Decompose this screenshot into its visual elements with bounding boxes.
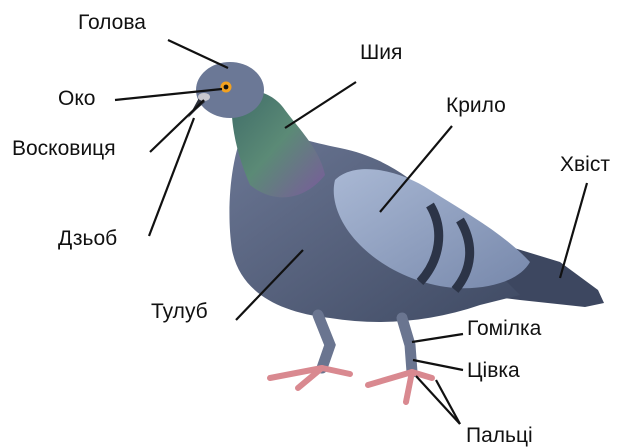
label-beak: Дзьоб xyxy=(58,228,117,249)
label-cere: Восковиця xyxy=(12,138,116,159)
label-head: Голова xyxy=(78,12,146,33)
leg-right xyxy=(402,318,412,372)
label-toes: Пальці xyxy=(466,425,533,446)
label-body: Тулуб xyxy=(151,301,208,322)
cere-shape xyxy=(198,93,210,101)
leader-cere xyxy=(150,100,204,152)
leader-tail xyxy=(560,183,587,278)
leader-head xyxy=(168,40,228,68)
leader-shin xyxy=(412,334,463,342)
leader-beak xyxy=(149,118,194,236)
label-shin: Гомілка xyxy=(467,318,541,339)
label-neck: Шия xyxy=(360,42,402,63)
label-tail: Хвіст xyxy=(560,154,610,175)
label-tarsus: Цівка xyxy=(467,360,520,381)
leader-neck xyxy=(285,82,356,128)
feet xyxy=(270,368,432,402)
leg-left xyxy=(318,315,330,368)
label-wing: Крило xyxy=(446,95,506,116)
leader-tarsus xyxy=(413,360,463,370)
label-eye: Око xyxy=(58,88,95,109)
